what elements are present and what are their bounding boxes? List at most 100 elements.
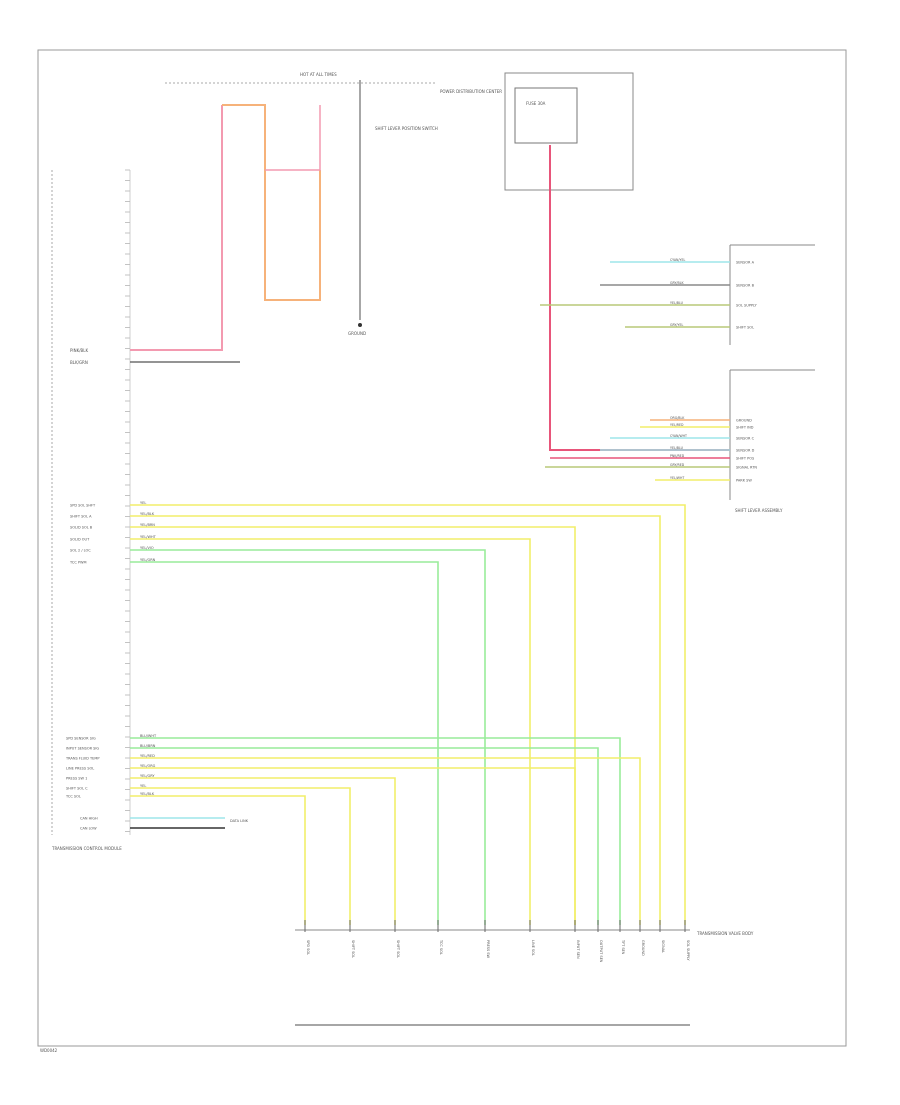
upper-wire — [130, 549, 486, 925]
shifter-wire-color: CYAN/WHT — [670, 434, 687, 438]
corner-tag: WD0042 — [40, 1048, 58, 1053]
lower-pin-label: TCC SOL — [65, 795, 81, 799]
wire-red-vertical — [549, 145, 730, 451]
wire-pink-main — [130, 105, 223, 351]
upper-wire-color: YEL/GRN — [140, 558, 156, 562]
shifter-pin-label: SHIFT IND — [736, 426, 754, 430]
shifter-wire-color: YEL/WHT — [670, 476, 684, 480]
lower-pin-label: SHIFT SOL C — [66, 787, 88, 791]
shifter-wire-color: ORG/BLK — [670, 416, 685, 420]
shifter-wire-color: GRY/YEL — [670, 323, 683, 327]
shifter-wire-color: YEL/BLU — [670, 301, 684, 305]
lower-pin-label: SPD SENSOR SIG — [66, 737, 96, 741]
upper-wire — [130, 561, 439, 925]
trans-pin-label: LINE SOL — [531, 940, 535, 956]
lower-wire-color: BLU/WHT — [140, 734, 157, 738]
shift-switch-label: SHIFT LEVER POSITION SWITCH — [375, 126, 438, 131]
trans-pin-label: SOL SUPPLY — [686, 940, 690, 962]
shifter-wire-color: CYAN/YEL — [670, 258, 685, 262]
fuse-label: FUSE 30A — [526, 101, 546, 106]
upper-wire-color: YEL — [140, 501, 146, 505]
lower-wire-color: BLU/BRN — [140, 744, 156, 748]
ground-point — [358, 323, 362, 327]
fuse-inner-box — [514, 87, 578, 144]
lower-signal-wires: SPD SENSOR SIG BLU/WHT INPUT SENSOR SIG BLU… — [65, 734, 641, 925]
upper-pin-label: SOLID SOL B — [70, 526, 93, 530]
shifter-wire-color: GRY/BLK — [670, 281, 684, 285]
upper-pin-label: SHIFT SOL A — [70, 515, 92, 519]
shifter-wire-color: GRY/RED — [670, 463, 685, 467]
lower-wire — [130, 757, 641, 925]
trans-pin-label: TCC SOL — [439, 939, 443, 955]
lower-pin-label: PRESS SW 1 — [66, 777, 87, 781]
trans-pin-label: OUTPUT SEN — [599, 940, 603, 963]
shifter-pin-label: PARK SW — [736, 479, 752, 483]
lower-wire-color: YEL/GRY — [140, 774, 155, 778]
shifter-pin-label: SENSOR C — [736, 437, 755, 441]
can-label: CAN HIGH — [80, 817, 98, 821]
trans-pin-label: SPD SOL — [306, 940, 310, 955]
lower-pin-label: INPUT SENSOR SIG — [66, 747, 99, 751]
lower-wire — [130, 777, 396, 925]
upper-wire-color: YEL/BRN — [140, 523, 155, 527]
lower-wire-color: YEL/BLK — [140, 792, 155, 796]
shifter-wire-color: YEL/BLU — [670, 446, 684, 450]
upper-wire-color: YEL/VIO — [140, 546, 154, 550]
fuse-module-outline — [504, 72, 634, 191]
shifter-wire-color: PNK/RED — [670, 454, 685, 458]
lower-wire-color: YEL/ORG — [140, 764, 156, 768]
power-distribution-area: HOT AT ALL TIMES POWER DISTRIBUTION CENT… — [165, 72, 502, 131]
power-wires: GROUND PINK/BLK BLK/GRN — [70, 80, 366, 365]
shifter-pin-label: SENSOR D — [736, 449, 755, 453]
upper-pin-label: TCC PWM — [69, 561, 87, 565]
trans-pin-label: SHIFT SOL — [351, 940, 355, 958]
shifter-pin-label: SIGNAL RTN — [736, 466, 757, 470]
ground-label: GROUND — [348, 331, 366, 336]
upper-wire — [130, 526, 576, 925]
trans-pin-label: TFT SEN — [621, 939, 625, 955]
shifter-pin-label: SENSOR A — [736, 261, 755, 265]
upper-pin-label: SOLID OUT — [70, 538, 90, 542]
lower-wire — [130, 737, 621, 925]
upper-wire-color: YEL/WHT — [140, 535, 157, 539]
shifter-wire-color: YEL/RED — [670, 423, 684, 427]
lower-wire — [130, 767, 576, 925]
hot-at-all-times-label: HOT AT ALL TIMES — [300, 72, 337, 77]
trans-pin-label: SIGNAL — [661, 940, 665, 953]
shifter-pin-label: GROUND — [736, 419, 752, 423]
trans-pin-label: SHIFT SOL — [396, 940, 400, 958]
shifter-title: SHIFT LEVER ASSEMBLY — [735, 508, 783, 513]
upper-wire — [130, 515, 661, 925]
diagram-frame — [37, 49, 847, 1047]
upper-wire — [130, 504, 686, 925]
wire-orange-loop — [222, 104, 321, 301]
trans-title: TRANSMISSION VALVE BODY — [696, 931, 754, 936]
power-dist-label: POWER DISTRIBUTION CENTER — [440, 89, 502, 94]
wire-pink-switch — [265, 105, 321, 171]
shifter-pin-label: SHIFT SOL — [736, 326, 754, 330]
upper-wire-color: YEL/BLK — [140, 512, 155, 516]
tcm-title: TRANSMISSION CONTROL MODULE — [51, 846, 122, 851]
trans-pin-label: GROUND — [641, 940, 645, 956]
upper-wire — [130, 538, 531, 925]
upper-pin-label: SOL 2 / LOC — [70, 549, 91, 553]
data-link-label: DATA LINK — [230, 819, 249, 823]
shifter-pin-label: SENSOR B — [736, 284, 755, 288]
shifter-wires: SENSOR A CYAN/YEL SENSOR B GRY/BLK SOL SUPPL… — [540, 258, 758, 483]
lower-wire — [130, 787, 351, 925]
tcm-pin-column — [125, 169, 131, 835]
fuse-module-box: FUSE 30A — [504, 72, 634, 191]
trans-pin-label: PRESS SW — [486, 940, 490, 959]
wire-red-label: PINK/BLK — [70, 348, 89, 353]
shifter-pin-label: SHIFT POS — [736, 457, 755, 461]
lower-wire-color: YEL/RED — [140, 754, 155, 758]
lower-wire-color: YEL — [140, 784, 146, 788]
lower-wire — [130, 795, 306, 925]
trans-pin-label: INPUT SEN — [576, 940, 580, 959]
shifter-pin-label: SOL SUPPLY — [736, 304, 758, 308]
wire-grn-label: BLK/GRN — [70, 360, 88, 365]
lower-wire — [130, 747, 599, 925]
